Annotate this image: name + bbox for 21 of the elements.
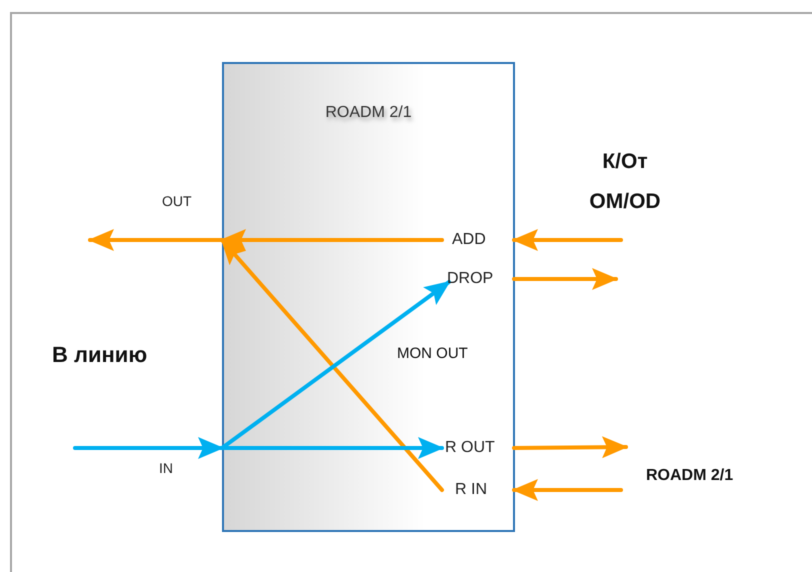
arrow [220,229,444,251]
port-label: ADD [452,230,486,250]
arrow [220,437,444,459]
side-note: К/От OM/OD [588,149,662,215]
port-label: DROP [447,269,494,289]
roadm-module-box [222,62,515,532]
arrow [220,238,444,492]
side-note: ROADM 2/1 [646,466,734,486]
module-title: ROADM 2/1 [324,104,413,122]
port-label: R OUT [445,438,495,458]
arrow [512,229,623,251]
edge-label: OUT [160,193,194,209]
side-note: В линию [52,341,148,369]
arrow [512,436,628,458]
arrow [512,268,618,290]
port-label: R IN [455,480,487,500]
arrow [88,229,224,251]
port-label: MON OUT [397,344,469,364]
arrow [73,437,224,459]
arrow [512,479,623,501]
edge-label: IN [157,460,175,476]
